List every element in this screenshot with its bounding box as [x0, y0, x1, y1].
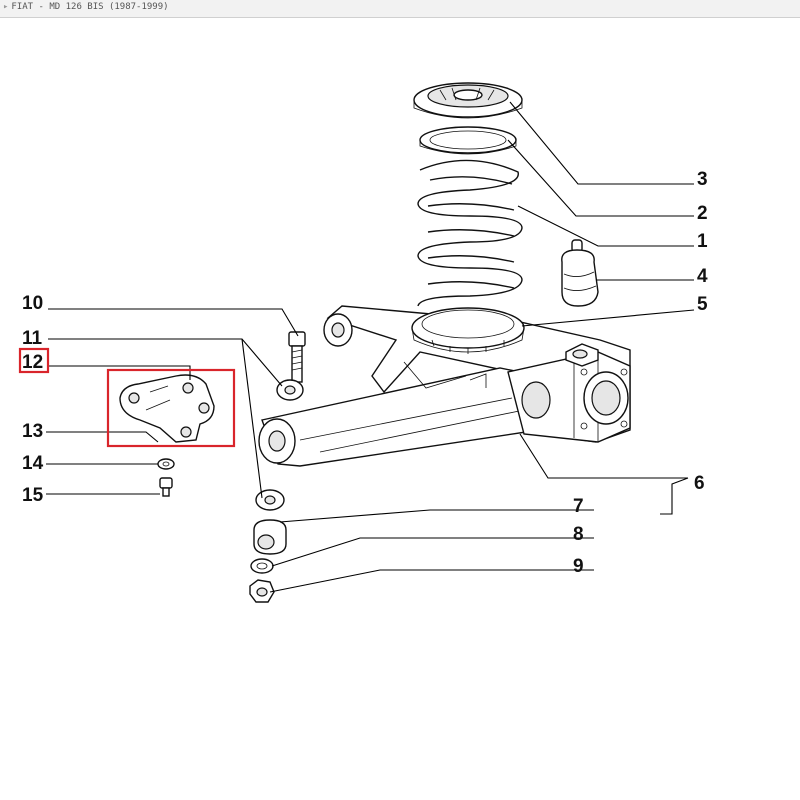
- rubber-bush-part-7[interactable]: [253, 519, 287, 555]
- callout-10[interactable]: 10: [22, 293, 43, 314]
- callout-6[interactable]: 6: [694, 473, 705, 494]
- bolt-part-10[interactable]: [288, 331, 306, 383]
- nut-part-9[interactable]: [249, 579, 275, 603]
- callout-11[interactable]: 11: [22, 328, 43, 349]
- trailing-arm-part-6[interactable]: [258, 305, 631, 467]
- callout-1[interactable]: 1: [697, 231, 708, 252]
- callout-8[interactable]: 8: [573, 524, 584, 545]
- bump-stop-part-4[interactable]: [561, 239, 599, 307]
- bracket-part-12[interactable]: [119, 374, 215, 443]
- callout-5[interactable]: 5: [697, 294, 708, 315]
- spring-seat-part-3[interactable]: [413, 82, 523, 119]
- callout-15[interactable]: 15: [22, 485, 44, 506]
- callout-14[interactable]: 14: [22, 453, 44, 474]
- breadcrumb-text: FIAT - MD 126 BIS (1987-1999): [11, 2, 169, 12]
- callout-4[interactable]: 4: [697, 266, 708, 287]
- spring-pad-part-5[interactable]: [411, 307, 525, 354]
- insulator-ring-part-2[interactable]: [419, 126, 517, 155]
- callout-7[interactable]: 7: [573, 496, 584, 517]
- highlight-box-label: [18, 347, 50, 374]
- breadcrumb-bar: ▸FIAT - MD 126 BIS (1987-1999): [0, 0, 800, 18]
- callout-12[interactable]: 12: [22, 352, 43, 373]
- coil-spring-part-1[interactable]: [417, 159, 523, 307]
- bolt-part-15[interactable]: [159, 477, 173, 497]
- highlight-box-part: [106, 368, 236, 448]
- callout-2[interactable]: 2: [697, 203, 708, 224]
- washer-part-14[interactable]: [157, 458, 175, 470]
- breadcrumb[interactable]: ▸FIAT - MD 126 BIS (1987-1999): [3, 2, 169, 12]
- breadcrumb-arrow-icon: ▸: [3, 2, 9, 12]
- callout-9[interactable]: 9: [573, 556, 584, 577]
- washer-part-8[interactable]: [250, 558, 274, 574]
- washer-part-7-upper[interactable]: [255, 489, 285, 511]
- leader-lines: [46, 101, 695, 593]
- washer-part-11[interactable]: [276, 379, 304, 401]
- callout-13[interactable]: 13: [22, 421, 43, 442]
- callout-3[interactable]: 3: [697, 169, 708, 190]
